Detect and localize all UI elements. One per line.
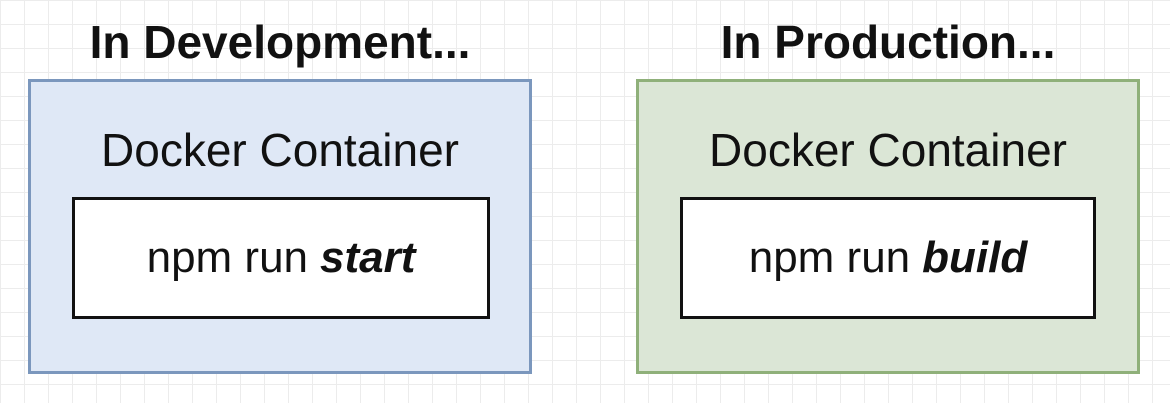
development-command-prefix: npm run bbox=[146, 233, 309, 282]
production-container-title: Docker Container bbox=[709, 124, 1067, 176]
production-heading: In Production... bbox=[720, 16, 1056, 68]
production-command-prefix: npm run bbox=[748, 233, 911, 282]
development-heading: In Development... bbox=[89, 16, 471, 68]
production-command-keyword: build bbox=[922, 233, 1028, 282]
production-command-box: npm run build bbox=[680, 197, 1096, 319]
development-docker-container: Docker Container npm run start bbox=[28, 79, 532, 374]
production-docker-container: Docker Container npm run build bbox=[636, 79, 1140, 374]
development-command-keyword: start bbox=[320, 233, 416, 282]
development-container-title: Docker Container bbox=[101, 124, 459, 176]
development-command-box: npm run start bbox=[72, 197, 490, 319]
